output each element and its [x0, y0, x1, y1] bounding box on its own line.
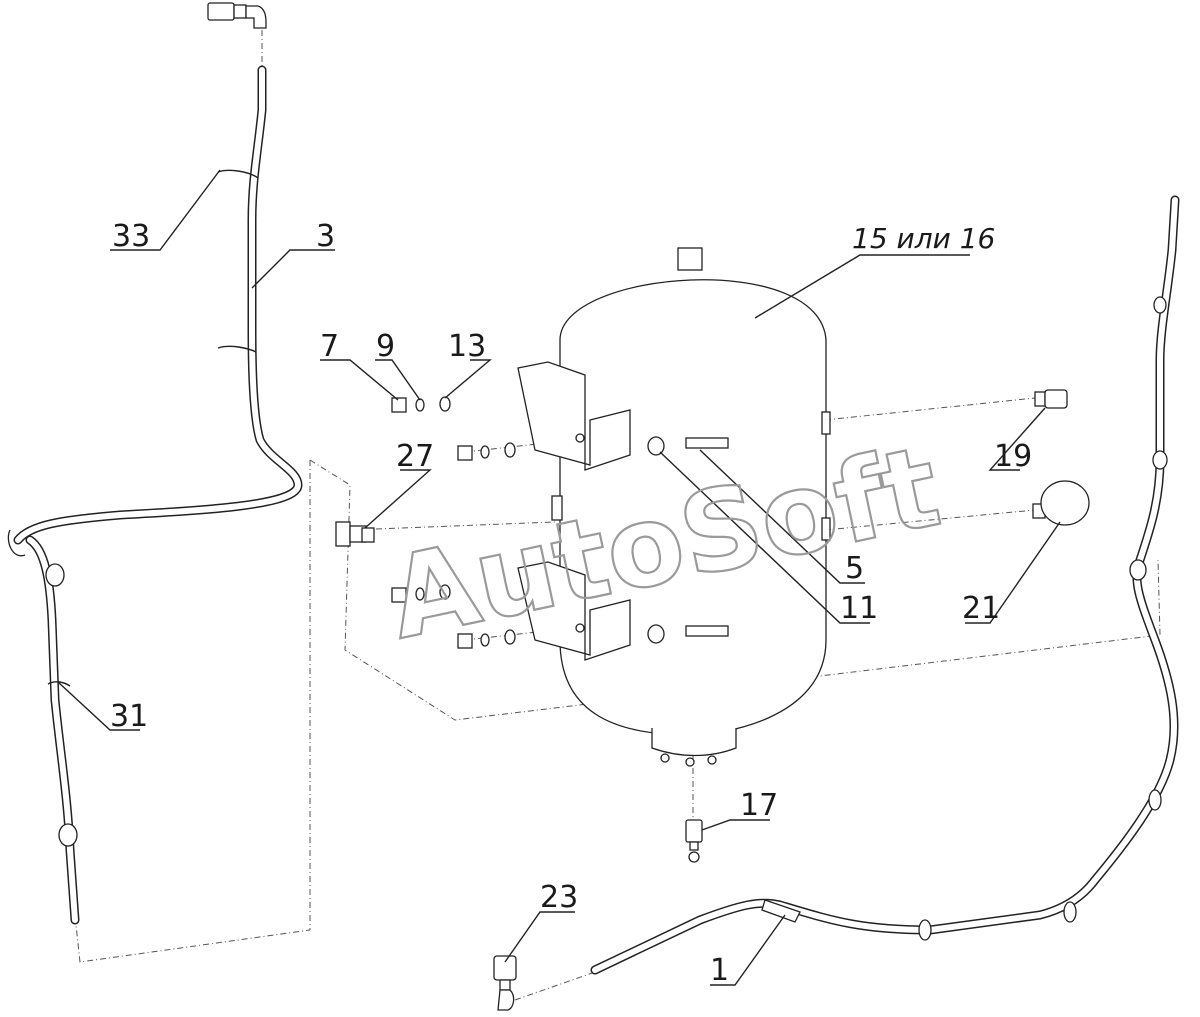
callout-13: 13 [448, 329, 486, 364]
callout-labels: 33 3 7 9 13 27 15 или 16 19 5 11 21 31 1… [110, 219, 1032, 988]
fasteners [391, 396, 729, 649]
clamp-ring [58, 823, 78, 847]
callout-21: 21 [962, 591, 1000, 626]
callout-15-or-16: 15 или 16 [852, 222, 995, 255]
gauge-21 [1032, 480, 1090, 526]
clamp-ring [45, 563, 65, 587]
drain-valve-17 [685, 819, 703, 863]
callout-11: 11 [840, 591, 878, 626]
tube-right [590, 195, 1180, 975]
elbow-fitting-top [207, 2, 267, 29]
callout-19: 19 [994, 439, 1032, 474]
tube-31 [7, 529, 80, 925]
callout-23: 23 [540, 880, 578, 915]
callout-31: 31 [110, 699, 148, 734]
callout-33: 33 [112, 219, 150, 254]
tube-3 [13, 65, 303, 545]
tee-fitting-27 [335, 521, 375, 547]
valve-19 [1034, 389, 1068, 409]
callout-27: 27 [396, 439, 434, 474]
callout-3: 3 [316, 219, 335, 254]
callout-5: 5 [845, 551, 864, 586]
elbow-fitting-23 [493, 955, 517, 1011]
callout-1: 1 [710, 953, 729, 988]
leader-lines [57, 169, 1061, 986]
mounting-brackets [517, 361, 631, 661]
clamps-33 [47, 169, 259, 687]
callout-17: 17 [740, 788, 778, 823]
callout-7: 7 [320, 329, 339, 364]
callout-9: 9 [376, 329, 395, 364]
